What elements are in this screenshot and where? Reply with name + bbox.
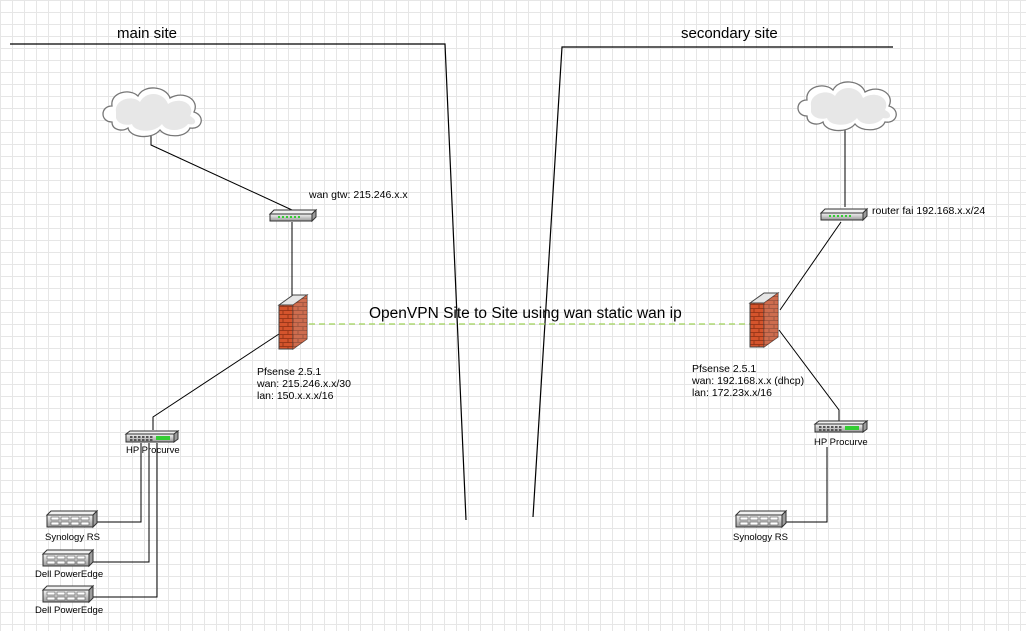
server-icon xyxy=(42,585,94,603)
main-wan-gateway-label: wan gtw: 215.246.x.x xyxy=(309,189,408,201)
link-main-firewall-switch xyxy=(152,331,283,430)
cloud-icon xyxy=(797,81,897,132)
link-main-switch-server1 xyxy=(97,443,142,523)
site-separator-main xyxy=(10,43,467,521)
secondary-site-title: secondary site xyxy=(681,25,778,42)
link-main-cloud-router xyxy=(150,133,293,211)
router-icon xyxy=(820,208,868,221)
link-main-switch-server3 xyxy=(93,443,158,598)
main-server-label: Synology RS xyxy=(45,532,100,543)
firewall-icon xyxy=(278,294,308,350)
site-separator-secondary xyxy=(532,46,893,518)
main-server-label: Dell PowerEdge xyxy=(35,605,104,616)
firewall-icon xyxy=(749,292,779,348)
main-site-title: main site xyxy=(117,25,178,42)
secondary-firewall-name: Pfsense 2.5.1 xyxy=(692,363,757,375)
main-firewall-lan: lan: 150.x.x.x/16 xyxy=(257,390,334,402)
switch-icon xyxy=(125,430,179,443)
main-switch-label: HP Procurve xyxy=(126,445,180,456)
main-server-label: Dell PowerEdge xyxy=(35,569,104,580)
link-main-switch-server2 xyxy=(93,443,150,563)
main-firewall-wan: wan: 215.246.x.x/30 xyxy=(257,378,351,390)
server-icon xyxy=(735,510,787,528)
main-firewall-name: Pfsense 2.5.1 xyxy=(257,366,322,378)
switch-icon xyxy=(814,420,868,433)
secondary-firewall-wan: wan: 192.168.x.x (dhcp) xyxy=(692,375,805,387)
vpn-label: OpenVPN Site to Site using wan static wa… xyxy=(369,305,682,322)
link-sec-router-firewall xyxy=(779,221,842,311)
secondary-router-label: router fai 192.168.x.x/24 xyxy=(872,205,986,217)
link-sec-firewall-switch xyxy=(778,329,840,421)
router-icon xyxy=(269,209,317,222)
secondary-firewall-lan: lan: 172.23x.x/16 xyxy=(692,387,772,399)
server-icon xyxy=(46,510,98,528)
secondary-server-label: Synology RS xyxy=(733,532,788,543)
cloud-icon xyxy=(102,87,202,138)
secondary-switch-label: HP Procurve xyxy=(814,437,868,448)
link-sec-switch-server xyxy=(786,447,828,523)
server-icon xyxy=(42,549,94,567)
